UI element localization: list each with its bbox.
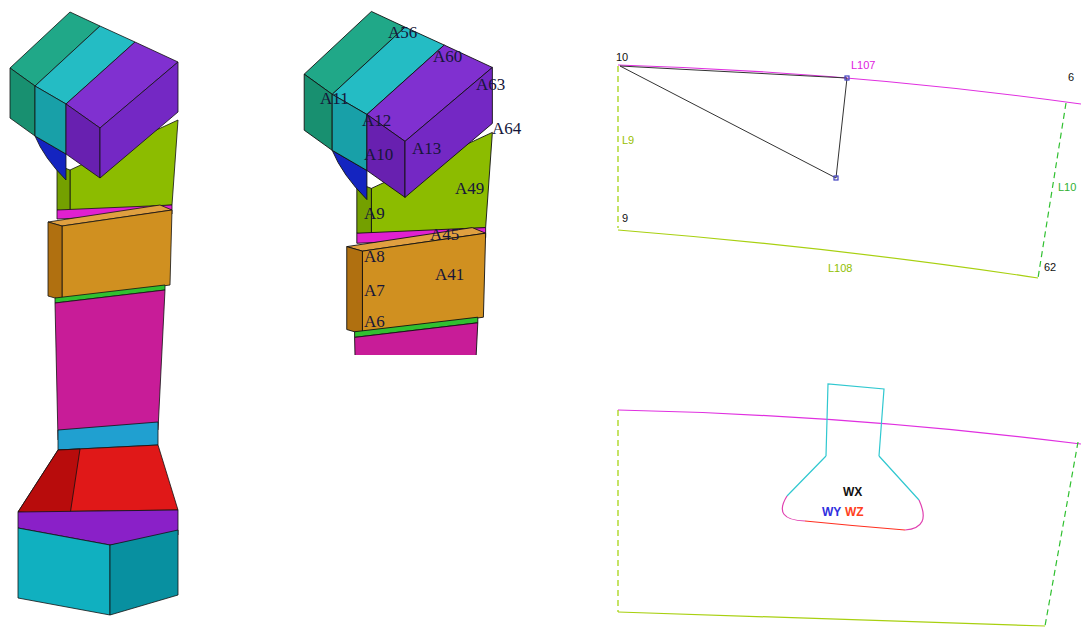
area-label: A10 (364, 146, 393, 163)
keypoint-number: 10 (616, 52, 628, 63)
area-label: A45 (430, 226, 459, 243)
line-label: L107 (851, 60, 875, 71)
area-label: A13 (412, 140, 441, 157)
area-label: A49 (455, 180, 484, 197)
axis-label: WY (822, 506, 841, 518)
area-label: A8 (364, 248, 385, 265)
area-label: A11 (320, 90, 349, 107)
keypoint-number: 9 (622, 213, 628, 224)
line-label: L108 (828, 263, 852, 274)
axis-label: WX (843, 486, 862, 498)
keypoint-number: 6 (1068, 72, 1074, 83)
area-label: A9 (364, 205, 385, 222)
area-label: A7 (364, 282, 385, 299)
line-label: L9 (622, 135, 634, 146)
area-label: A64 (492, 120, 521, 137)
area-label: A63 (476, 76, 505, 93)
area-label: A12 (362, 112, 391, 129)
keypoint-number: 62 (1044, 262, 1056, 273)
line-label: L10 (1058, 182, 1076, 193)
area-label: A6 (364, 313, 385, 330)
axis-label: WZ (845, 506, 864, 518)
area-label: A56 (388, 24, 417, 41)
area-label: A60 (433, 48, 462, 65)
area-label: A41 (435, 266, 464, 283)
